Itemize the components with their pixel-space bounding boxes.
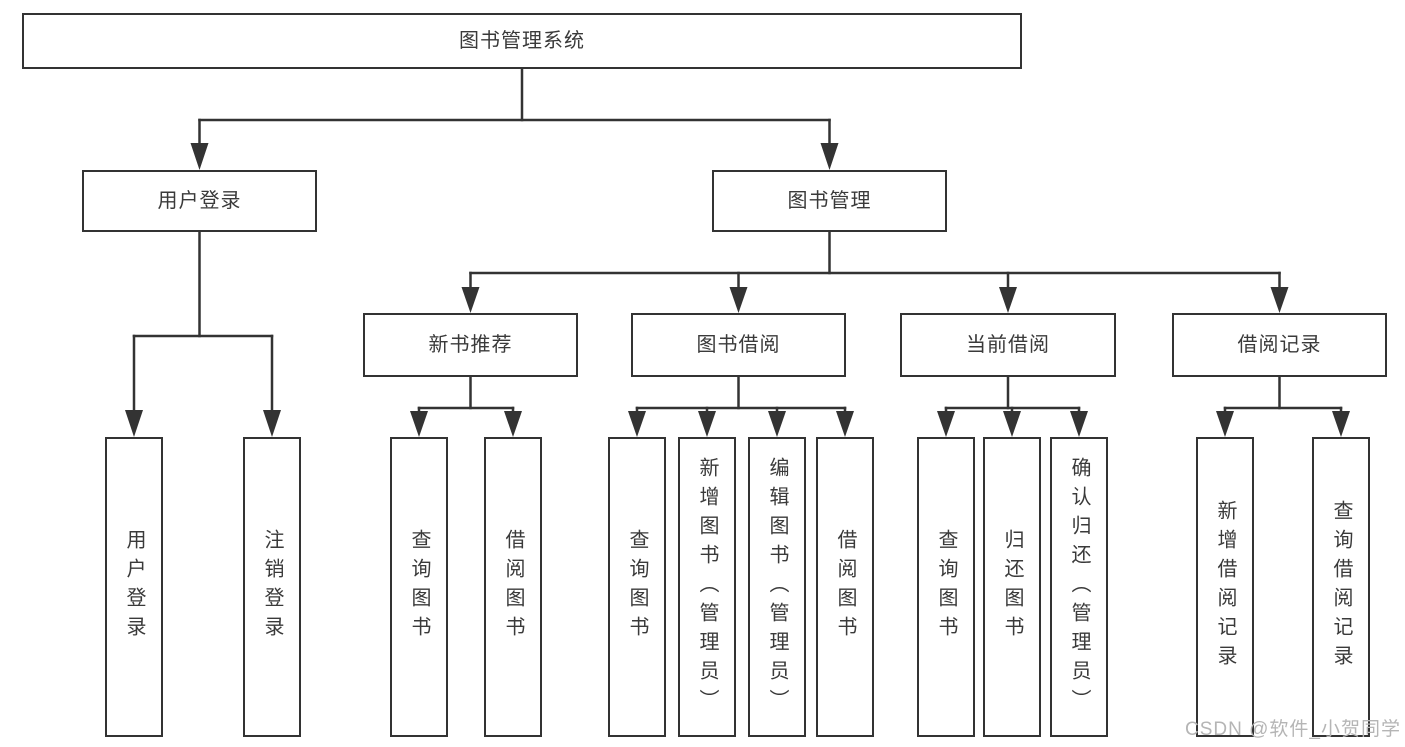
node-user-login: 用户登录	[82, 170, 317, 232]
arrowhead-down	[729, 287, 748, 313]
arrowhead-down	[263, 410, 281, 437]
leaf-borrow-books-2: 借阅图书	[816, 437, 874, 737]
leaf-query-books-3: 查询图书	[917, 437, 975, 737]
leaf-query-borrow-record-label: 查询借阅记录	[1330, 500, 1352, 674]
node-root: 图书管理系统	[22, 13, 1022, 69]
arrowhead-down	[1332, 411, 1350, 437]
arrowhead-down	[937, 411, 955, 437]
arrowheads-group	[125, 143, 1350, 437]
arrowhead-down	[1070, 411, 1088, 437]
arrowhead-down	[1270, 287, 1289, 313]
borrow-records-branch	[1223, 375, 1343, 416]
leaf-query-books-2: 查询图书	[608, 437, 666, 737]
book-management-branch	[469, 230, 1281, 292]
arrowhead-down	[628, 411, 646, 437]
node-book-borrow: 图书借阅	[631, 313, 846, 377]
node-user-login-label: 用户登录	[157, 190, 242, 212]
node-book-borrow-label: 图书借阅	[696, 334, 781, 356]
node-current-borrow: 当前借阅	[900, 313, 1116, 377]
book-borrow-branch	[635, 375, 847, 416]
arrowhead-down	[1216, 411, 1234, 437]
arrowhead-down	[461, 287, 480, 313]
leaf-query-borrow-record: 查询借阅记录	[1312, 437, 1370, 737]
leaf-confirm-return-admin-label: 确认归还（管理员）	[1068, 456, 1090, 718]
node-new-book-recommend: 新书推荐	[363, 313, 578, 377]
leaf-edit-books-admin-label: 编辑图书（管理员）	[766, 456, 788, 718]
node-current-borrow-label: 当前借阅	[966, 334, 1050, 356]
node-new-book-recommend-label: 新书推荐	[428, 334, 513, 356]
leaf-add-borrow-record-label: 新增借阅记录	[1214, 500, 1236, 674]
arrowhead-down	[190, 143, 209, 170]
leaf-logout: 注销登录	[243, 437, 301, 737]
csdn-watermark: CSDN @软件_小贺同学	[1185, 719, 1401, 740]
new-book-recommend-branch	[417, 375, 515, 416]
leaf-borrow-books-1: 借阅图书	[484, 437, 542, 737]
node-borrow-records: 借阅记录	[1172, 313, 1387, 377]
node-borrow-records-label: 借阅记录	[1237, 334, 1322, 356]
root-branch	[198, 67, 831, 148]
leaf-query-books-2-label: 查询图书	[626, 529, 648, 645]
current-borrow-branch	[944, 375, 1081, 416]
leaf-query-books-3-label: 查询图书	[935, 529, 957, 645]
leaf-borrow-books-1-label: 借阅图书	[502, 529, 524, 645]
arrowhead-down	[820, 143, 839, 170]
leaf-user-login-label: 用户登录	[123, 529, 145, 645]
leaf-query-books-1-label: 查询图书	[408, 529, 430, 645]
user-login-branch	[132, 230, 274, 415]
leaf-borrow-books-2-label: 借阅图书	[834, 529, 856, 645]
node-root-label: 图书管理系统	[459, 30, 585, 52]
leaf-logout-label: 注销登录	[261, 529, 283, 645]
leaf-query-books-1: 查询图书	[390, 437, 448, 737]
arrowhead-down	[999, 287, 1017, 313]
leaf-user-login: 用户登录	[105, 437, 163, 737]
arrowhead-down	[768, 411, 786, 437]
leaf-add-borrow-record: 新增借阅记录	[1196, 437, 1254, 737]
node-book-management: 图书管理	[712, 170, 947, 232]
leaf-return-books: 归还图书	[983, 437, 1041, 737]
node-book-management-label: 图书管理	[787, 190, 872, 212]
leaf-return-books-label: 归还图书	[1001, 529, 1023, 645]
arrowhead-down	[698, 411, 716, 437]
arrowhead-down	[504, 411, 522, 437]
arrowhead-down	[125, 410, 143, 437]
arrowhead-down	[1003, 411, 1021, 437]
arrowhead-down	[836, 411, 854, 437]
leaf-confirm-return-admin: 确认归还（管理员）	[1050, 437, 1108, 737]
leaf-add-books-admin-label: 新增图书（管理员）	[696, 456, 718, 718]
leaf-edit-books-admin: 编辑图书（管理员）	[748, 437, 806, 737]
leaf-add-books-admin: 新增图书（管理员）	[678, 437, 736, 737]
arrowhead-down	[410, 411, 428, 437]
